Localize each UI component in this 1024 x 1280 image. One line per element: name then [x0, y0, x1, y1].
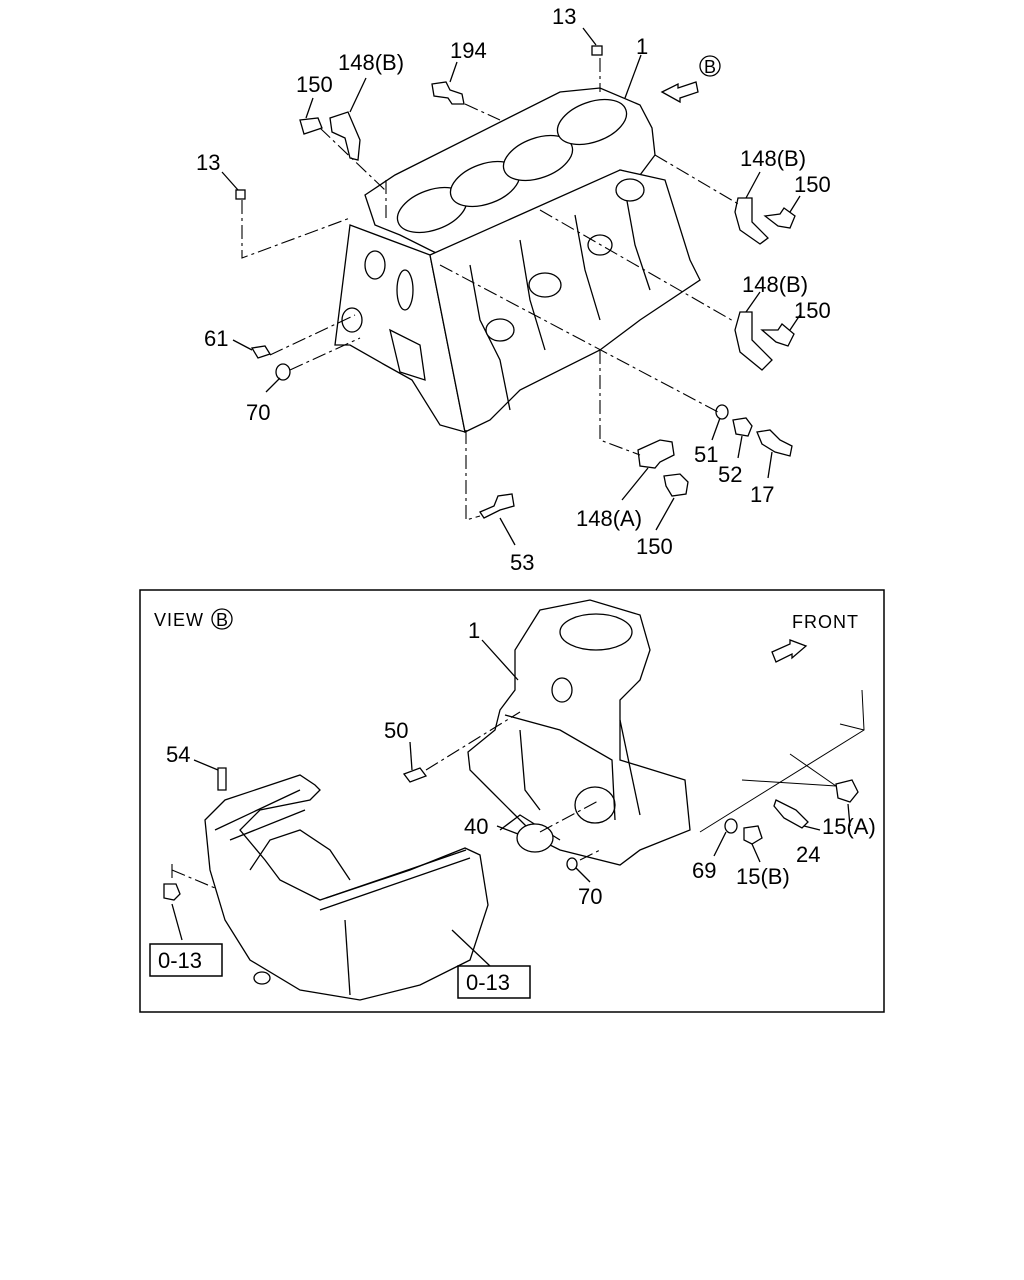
plug-15a-icon: [835, 779, 859, 803]
top-small-parts: [235, 45, 796, 519]
ref-box-left[interactable]: [149, 943, 223, 977]
view-b-frame: [139, 589, 885, 1013]
view-b-callouts: 1 50 54 40 70 69 15(B) 24 15(A) 0-13 0-1…: [149, 618, 876, 999]
callout-69: 69: [692, 858, 716, 883]
callout-148b-2: 148(B): [740, 146, 806, 171]
callout-51: 51: [694, 442, 718, 467]
ref-right-label: 0-13: [466, 970, 510, 995]
callout-17: 17: [750, 482, 774, 507]
bracket-148b-b-icon: [734, 197, 769, 245]
callout-15b: 15(B): [736, 864, 790, 889]
callout-70-view: 70: [578, 884, 602, 909]
pin-50-icon: [402, 767, 428, 783]
front-arrow-icon: [771, 639, 808, 663]
callout-13-left: 13: [196, 150, 220, 175]
sensor-17-icon: [756, 429, 793, 457]
callout-194: 194: [450, 38, 487, 63]
plug-70-a-icon: [275, 363, 291, 381]
stud-54-icon: [217, 767, 227, 791]
callout-1-top: 1: [636, 34, 648, 59]
bolt-150-d-icon: [663, 473, 689, 497]
pin-61-icon: [250, 345, 271, 359]
oil-pan: [204, 774, 489, 1001]
callout-54: 54: [166, 742, 190, 767]
block-rear-view: [467, 599, 691, 866]
view-b-small-parts: [163, 767, 859, 901]
bolt-194-icon: [431, 81, 465, 105]
callout-40: 40: [464, 814, 488, 839]
callout-50: 50: [384, 718, 408, 743]
view-b-heading: VIEW B FRONT: [154, 608, 859, 663]
callout-148a: 148(A): [576, 506, 642, 531]
view-circle-icon: [211, 608, 233, 630]
callout-1-view: 1: [468, 618, 480, 643]
nut-pan-icon: [163, 883, 181, 901]
washer-69-icon: [724, 818, 738, 834]
callout-15a: 15(A): [822, 814, 876, 839]
callout-24: 24: [796, 842, 820, 867]
callout-52: 52: [718, 462, 742, 487]
view-b-leader-lines: [171, 639, 865, 967]
view-title: VIEW: [154, 610, 204, 630]
view-circle-letter: B: [216, 610, 229, 630]
callout-150-2: 150: [794, 172, 831, 197]
cylinder-block: [334, 87, 701, 433]
bolt-150-a-icon: [299, 117, 323, 135]
bracket-148b-a-icon: [329, 111, 361, 161]
view-b-marker-letter: B: [704, 57, 717, 77]
callout-61: 61: [204, 326, 228, 351]
view-b-arrow-icon: [660, 81, 699, 104]
washer-51-icon: [715, 404, 729, 420]
bolt-150-b-icon: [763, 207, 796, 229]
ref-box-right[interactable]: [457, 965, 531, 999]
callout-150-1: 150: [296, 72, 333, 97]
ref-left-label: 0-13: [158, 948, 202, 973]
front-label: FRONT: [792, 612, 859, 632]
bracket-148a-icon: [637, 439, 675, 469]
bolt-15b-icon: [743, 825, 763, 845]
top-leader-lines: [221, 27, 801, 546]
callout-150-3: 150: [794, 298, 831, 323]
callout-13-top: 13: [552, 4, 576, 29]
callout-53: 53: [510, 550, 534, 575]
bolt-150-c-icon: [760, 323, 795, 347]
top-callouts: 13 1 194 148(B) 150 13 148(B) 150 148(B)…: [196, 4, 831, 575]
nut-13-top-icon: [591, 45, 603, 56]
callout-70-top: 70: [246, 400, 270, 425]
callout-150-4: 150: [636, 534, 673, 559]
view-b-circle-icon: [699, 55, 721, 77]
nut-13-left-icon: [235, 189, 246, 200]
callout-148b-1: 148(B): [338, 50, 404, 75]
bolt-53-icon: [479, 493, 515, 519]
bracket-148b-c-icon: [734, 311, 773, 371]
oring-40-icon: [516, 823, 554, 853]
bolt-52-icon: [732, 417, 753, 437]
callout-148b-3: 148(B): [742, 272, 808, 297]
spacer-24-icon: [773, 799, 809, 829]
plug-70-b-icon: [566, 857, 578, 871]
